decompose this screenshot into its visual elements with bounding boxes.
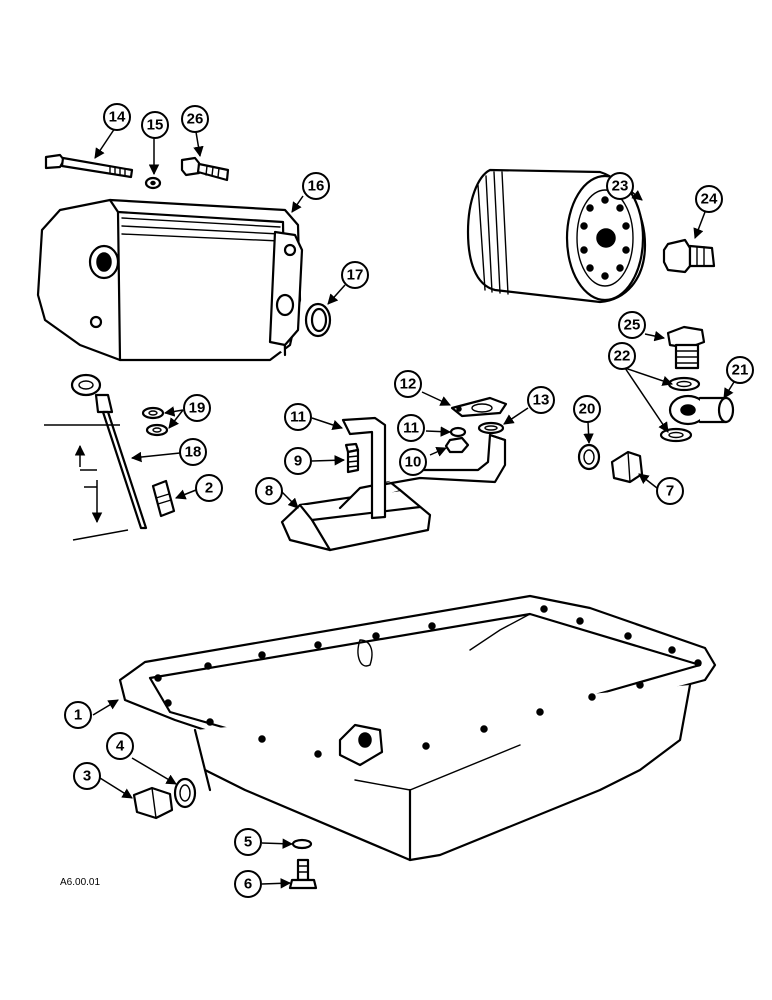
- svg-text:19: 19: [189, 400, 206, 417]
- oil-filter-part-23: [466, 168, 647, 304]
- svg-text:17: 17: [347, 267, 364, 284]
- adapter-nipple-part-24: [662, 238, 716, 274]
- svg-text:4: 4: [116, 738, 125, 755]
- callout-21: 21: [726, 356, 754, 384]
- callout-4: 4: [106, 732, 134, 760]
- callout-19: 19: [183, 394, 211, 422]
- svg-text:21: 21: [732, 362, 749, 379]
- pan-bolt-holes: [154, 605, 702, 758]
- svg-text:26: 26: [187, 111, 204, 128]
- callout-6: 6: [234, 870, 262, 898]
- nut-part-11: [449, 426, 467, 438]
- oil-cooler-housing-part-16: [36, 198, 304, 362]
- long-bolt-part-14: [44, 153, 134, 179]
- pickup-bracket-part-11: [341, 416, 387, 520]
- svg-text:14: 14: [109, 109, 126, 126]
- washer-part-5: [291, 838, 313, 850]
- oil-pickup-strainer-part-8: [280, 433, 507, 552]
- dipstick-level-indicator: [44, 424, 129, 541]
- svg-text:23: 23: [612, 178, 629, 195]
- washer-part-20: [577, 443, 601, 471]
- washer-part-15: [144, 176, 162, 190]
- gasket-part-12: [450, 396, 508, 418]
- callout-25: 25: [618, 311, 646, 339]
- svg-text:2: 2: [205, 480, 213, 497]
- diagram-reference-code: A6.00.01: [60, 877, 100, 888]
- screw-part-9: [344, 442, 360, 474]
- nut-part-10: [444, 436, 470, 454]
- callout-12: 12: [394, 370, 422, 398]
- callout-11-nut: 11: [397, 414, 425, 442]
- o-ring-part-13: [477, 421, 505, 435]
- callout-17: 17: [341, 261, 369, 289]
- svg-text:11: 11: [403, 420, 419, 437]
- svg-text:3: 3: [83, 768, 91, 785]
- svg-text:12: 12: [400, 376, 417, 393]
- callout-2: 2: [195, 474, 223, 502]
- callout-23: 23: [606, 172, 634, 200]
- callout-24: 24: [695, 185, 723, 213]
- svg-text:22: 22: [614, 348, 631, 365]
- callout-11-bracket: 11: [284, 403, 312, 431]
- svg-text:9: 9: [294, 453, 302, 470]
- callout-7: 7: [656, 477, 684, 505]
- drain-plug-part-3: [132, 786, 174, 820]
- svg-text:6: 6: [244, 876, 252, 893]
- callout-14: 14: [103, 103, 131, 131]
- svg-text:20: 20: [579, 401, 596, 418]
- svg-text:8: 8: [265, 483, 273, 500]
- callout-18: 18: [179, 438, 207, 466]
- callout-3: 3: [73, 762, 101, 790]
- bolt-part-6: [288, 858, 318, 890]
- svg-text:7: 7: [666, 483, 674, 500]
- short-bolt-part-26: [180, 156, 230, 182]
- svg-text:24: 24: [701, 191, 718, 208]
- svg-text:5: 5: [244, 834, 252, 851]
- svg-text:25: 25: [624, 317, 641, 334]
- banjo-bolt-part-25: [666, 325, 706, 370]
- callout-20: 20: [573, 395, 601, 423]
- drain-washer-part-4: [173, 777, 197, 809]
- callout-26: 26: [181, 105, 209, 133]
- svg-text:15: 15: [147, 117, 164, 134]
- leader-lines: [92, 127, 735, 889]
- plug-part-7: [610, 450, 644, 484]
- callout-10: 10: [399, 448, 427, 476]
- oil-pan-part-1: [118, 594, 717, 862]
- o-ring-part-17: [304, 302, 332, 338]
- svg-text:1: 1: [74, 707, 82, 724]
- callout-1: 1: [64, 701, 92, 729]
- callout-16: 16: [302, 172, 330, 200]
- svg-text:10: 10: [405, 454, 422, 471]
- svg-text:16: 16: [308, 178, 325, 195]
- svg-text:13: 13: [533, 392, 550, 409]
- dipstick-part-18: [70, 373, 148, 530]
- svg-text:18: 18: [185, 444, 202, 461]
- svg-text:11: 11: [290, 409, 306, 426]
- callout-9: 9: [284, 447, 312, 475]
- callout-13: 13: [527, 386, 555, 414]
- callout-5: 5: [234, 828, 262, 856]
- banjo-fitting-part-21: [668, 394, 735, 426]
- callout-22: 22: [608, 342, 636, 370]
- callout-15: 15: [141, 111, 169, 139]
- callout-8: 8: [255, 477, 283, 505]
- washers-part-19: [141, 406, 169, 437]
- tube-plug-part-2: [151, 479, 176, 518]
